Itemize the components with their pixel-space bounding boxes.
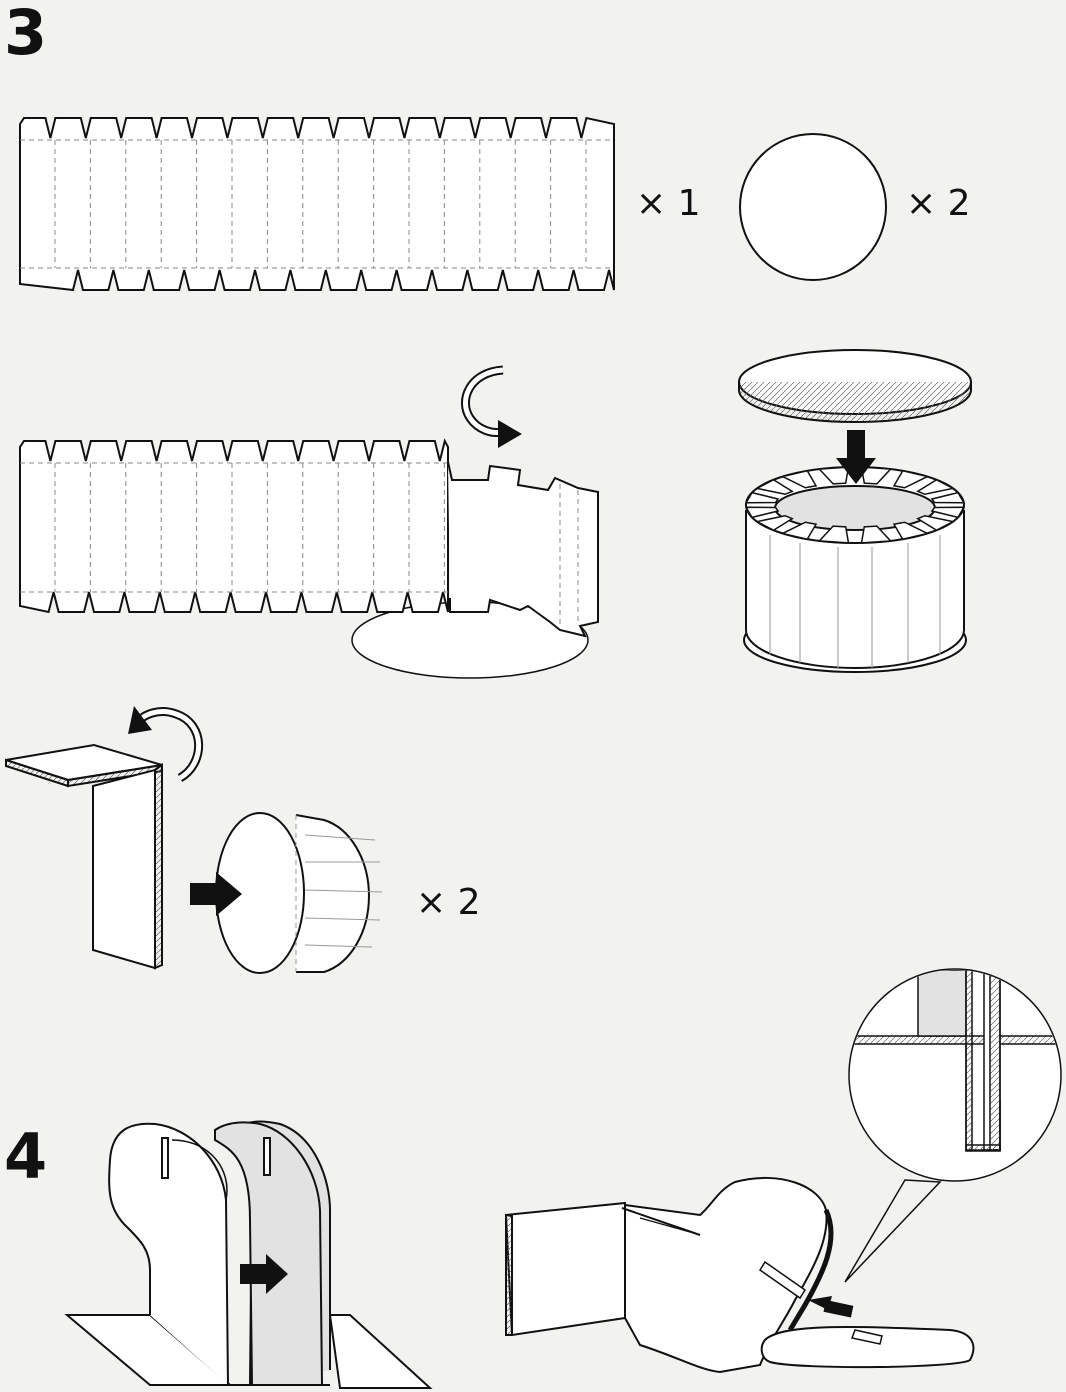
arrow-left-icon [808,1296,854,1318]
flat-strip [19,116,615,292]
bent-panel [5,743,163,970]
arrow-right-icon [190,872,242,916]
round-disc [739,133,887,281]
quantity-strip: × 1 [636,183,701,224]
drum [190,812,383,974]
step-number-3: 3 [4,0,48,69]
magnifier-callout-icon [844,968,1062,1283]
quantity-discs: × 2 [906,183,971,224]
strip-fold-lines [20,139,614,269]
arrow-down-icon [836,430,876,484]
quantity-assembly: × 2 [416,882,481,923]
curling-strip [19,438,599,679]
assembled-piece [504,1177,975,1374]
curved-arrow-icon [461,365,522,448]
cylinder-assembly [738,349,972,673]
upright-pieces [64,1120,433,1389]
step-number-4: 4 [4,1120,48,1193]
arrow-right-icon [240,1254,288,1294]
curved-arrow-icon [128,706,204,782]
